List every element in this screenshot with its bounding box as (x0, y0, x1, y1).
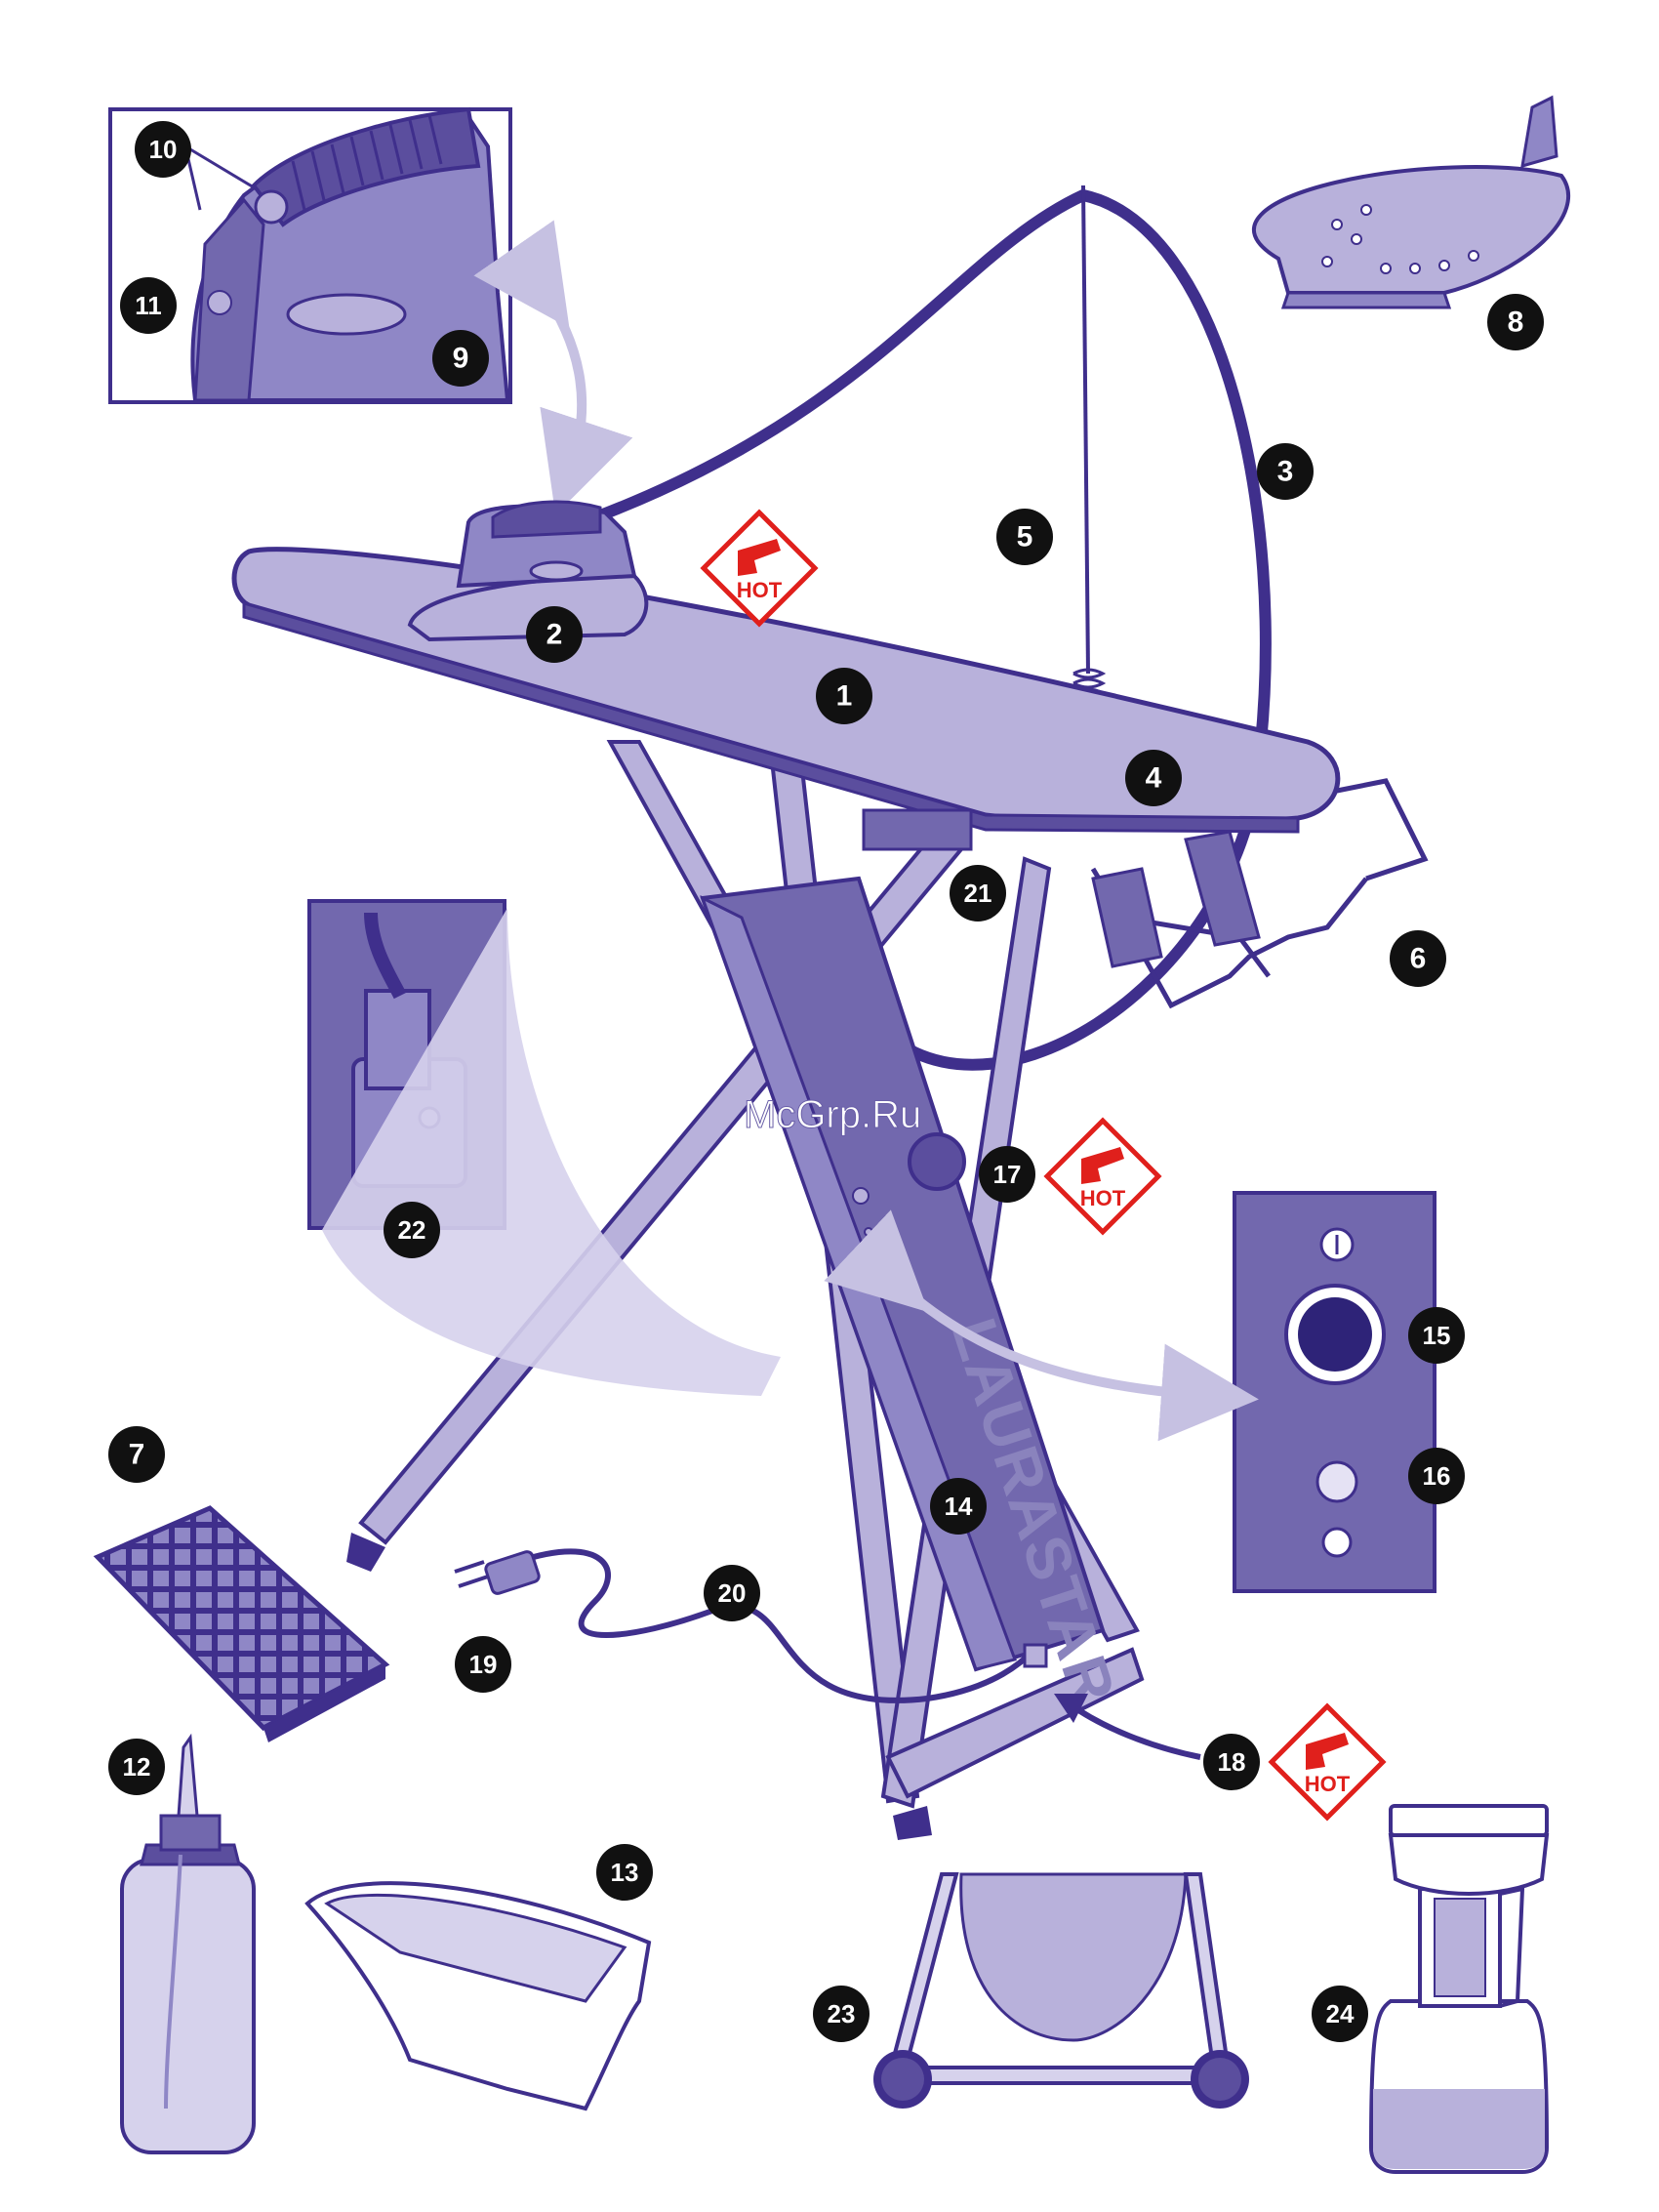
callout-8: 8 (1487, 294, 1544, 350)
callout-19-label: 19 (469, 1650, 498, 1679)
callout-1-label: 1 (836, 680, 853, 713)
callout-13-label: 13 (611, 1858, 639, 1887)
power-plug (455, 1550, 541, 1595)
callout-4-label: 4 (1146, 762, 1162, 795)
callout-4: 4 (1125, 750, 1182, 806)
callout-24: 24 (1312, 1986, 1368, 2042)
hot-warning-3: HOT (1272, 1706, 1383, 1818)
callout-19: 19 (455, 1636, 511, 1693)
silicone-mat (98, 1508, 385, 1742)
callout-5-label: 5 (1017, 521, 1033, 553)
callout-2: 2 (526, 606, 583, 663)
water-bottle (122, 1738, 254, 2152)
callout-10-label: 10 (149, 135, 178, 164)
callout-18-label: 18 (1218, 1747, 1246, 1777)
callout-13: 13 (596, 1844, 653, 1901)
hot-label-3: HOT (1305, 1772, 1351, 1796)
callout-6: 6 (1390, 930, 1446, 987)
callout-20-label: 20 (718, 1578, 747, 1608)
water-filter-jug (1371, 1806, 1547, 2172)
callout-16: 16 (1408, 1448, 1465, 1504)
callout-12: 12 (108, 1739, 165, 1795)
hot-warning-2: HOT (1047, 1121, 1158, 1232)
callout-16-label: 16 (1423, 1461, 1451, 1491)
callout-6-label: 6 (1410, 943, 1427, 975)
callout-23: 23 (813, 1986, 870, 2042)
callout-20: 20 (704, 1565, 760, 1621)
callout-21-label: 21 (964, 879, 992, 908)
callout-3-label: 3 (1277, 456, 1294, 488)
callout-10: 10 (135, 121, 191, 178)
callout-11: 11 (120, 277, 177, 334)
hot-label-1: HOT (737, 578, 783, 602)
callout-1: 1 (816, 668, 872, 724)
callout-5: 5 (996, 509, 1053, 565)
callout-9: 9 (432, 330, 489, 387)
hot-warning-1: HOT (704, 512, 815, 624)
callout-17-label: 17 (993, 1160, 1022, 1189)
hose-support-rod (1083, 185, 1088, 674)
callout-21: 21 (950, 865, 1006, 922)
callout-12-label: 12 (123, 1752, 151, 1782)
callout-22-label: 22 (398, 1215, 426, 1245)
drain-arrow (1069, 1703, 1200, 1757)
watermark: McGrp.Ru (744, 1093, 921, 1136)
soleplate-cover (1254, 98, 1568, 307)
callout-14-label: 14 (945, 1492, 973, 1521)
callout-17: 17 (979, 1146, 1035, 1203)
board-foot-right (893, 1806, 932, 1840)
callout-3: 3 (1257, 443, 1314, 500)
inset-control-panel (1234, 1193, 1435, 1591)
callout-15-label: 15 (1423, 1321, 1451, 1350)
callout-14: 14 (930, 1478, 987, 1535)
water-tray (307, 1883, 649, 2109)
callout-7: 7 (108, 1426, 165, 1483)
inset-link-arrow (542, 288, 582, 469)
hot-label-2: HOT (1080, 1186, 1126, 1210)
callout-15: 15 (1408, 1307, 1465, 1364)
tank-stand (873, 1874, 1249, 2109)
callout-22: 22 (384, 1202, 440, 1258)
callout-7-label: 7 (129, 1439, 145, 1471)
callout-2-label: 2 (546, 619, 563, 651)
callout-24-label: 24 (1326, 1999, 1355, 2028)
callout-23-label: 23 (828, 1999, 856, 2028)
callout-18: 18 (1203, 1734, 1260, 1790)
connector-box (864, 810, 971, 849)
callout-8-label: 8 (1508, 307, 1524, 339)
callout-11-label: 11 (135, 291, 162, 320)
callout-9-label: 9 (453, 343, 469, 375)
